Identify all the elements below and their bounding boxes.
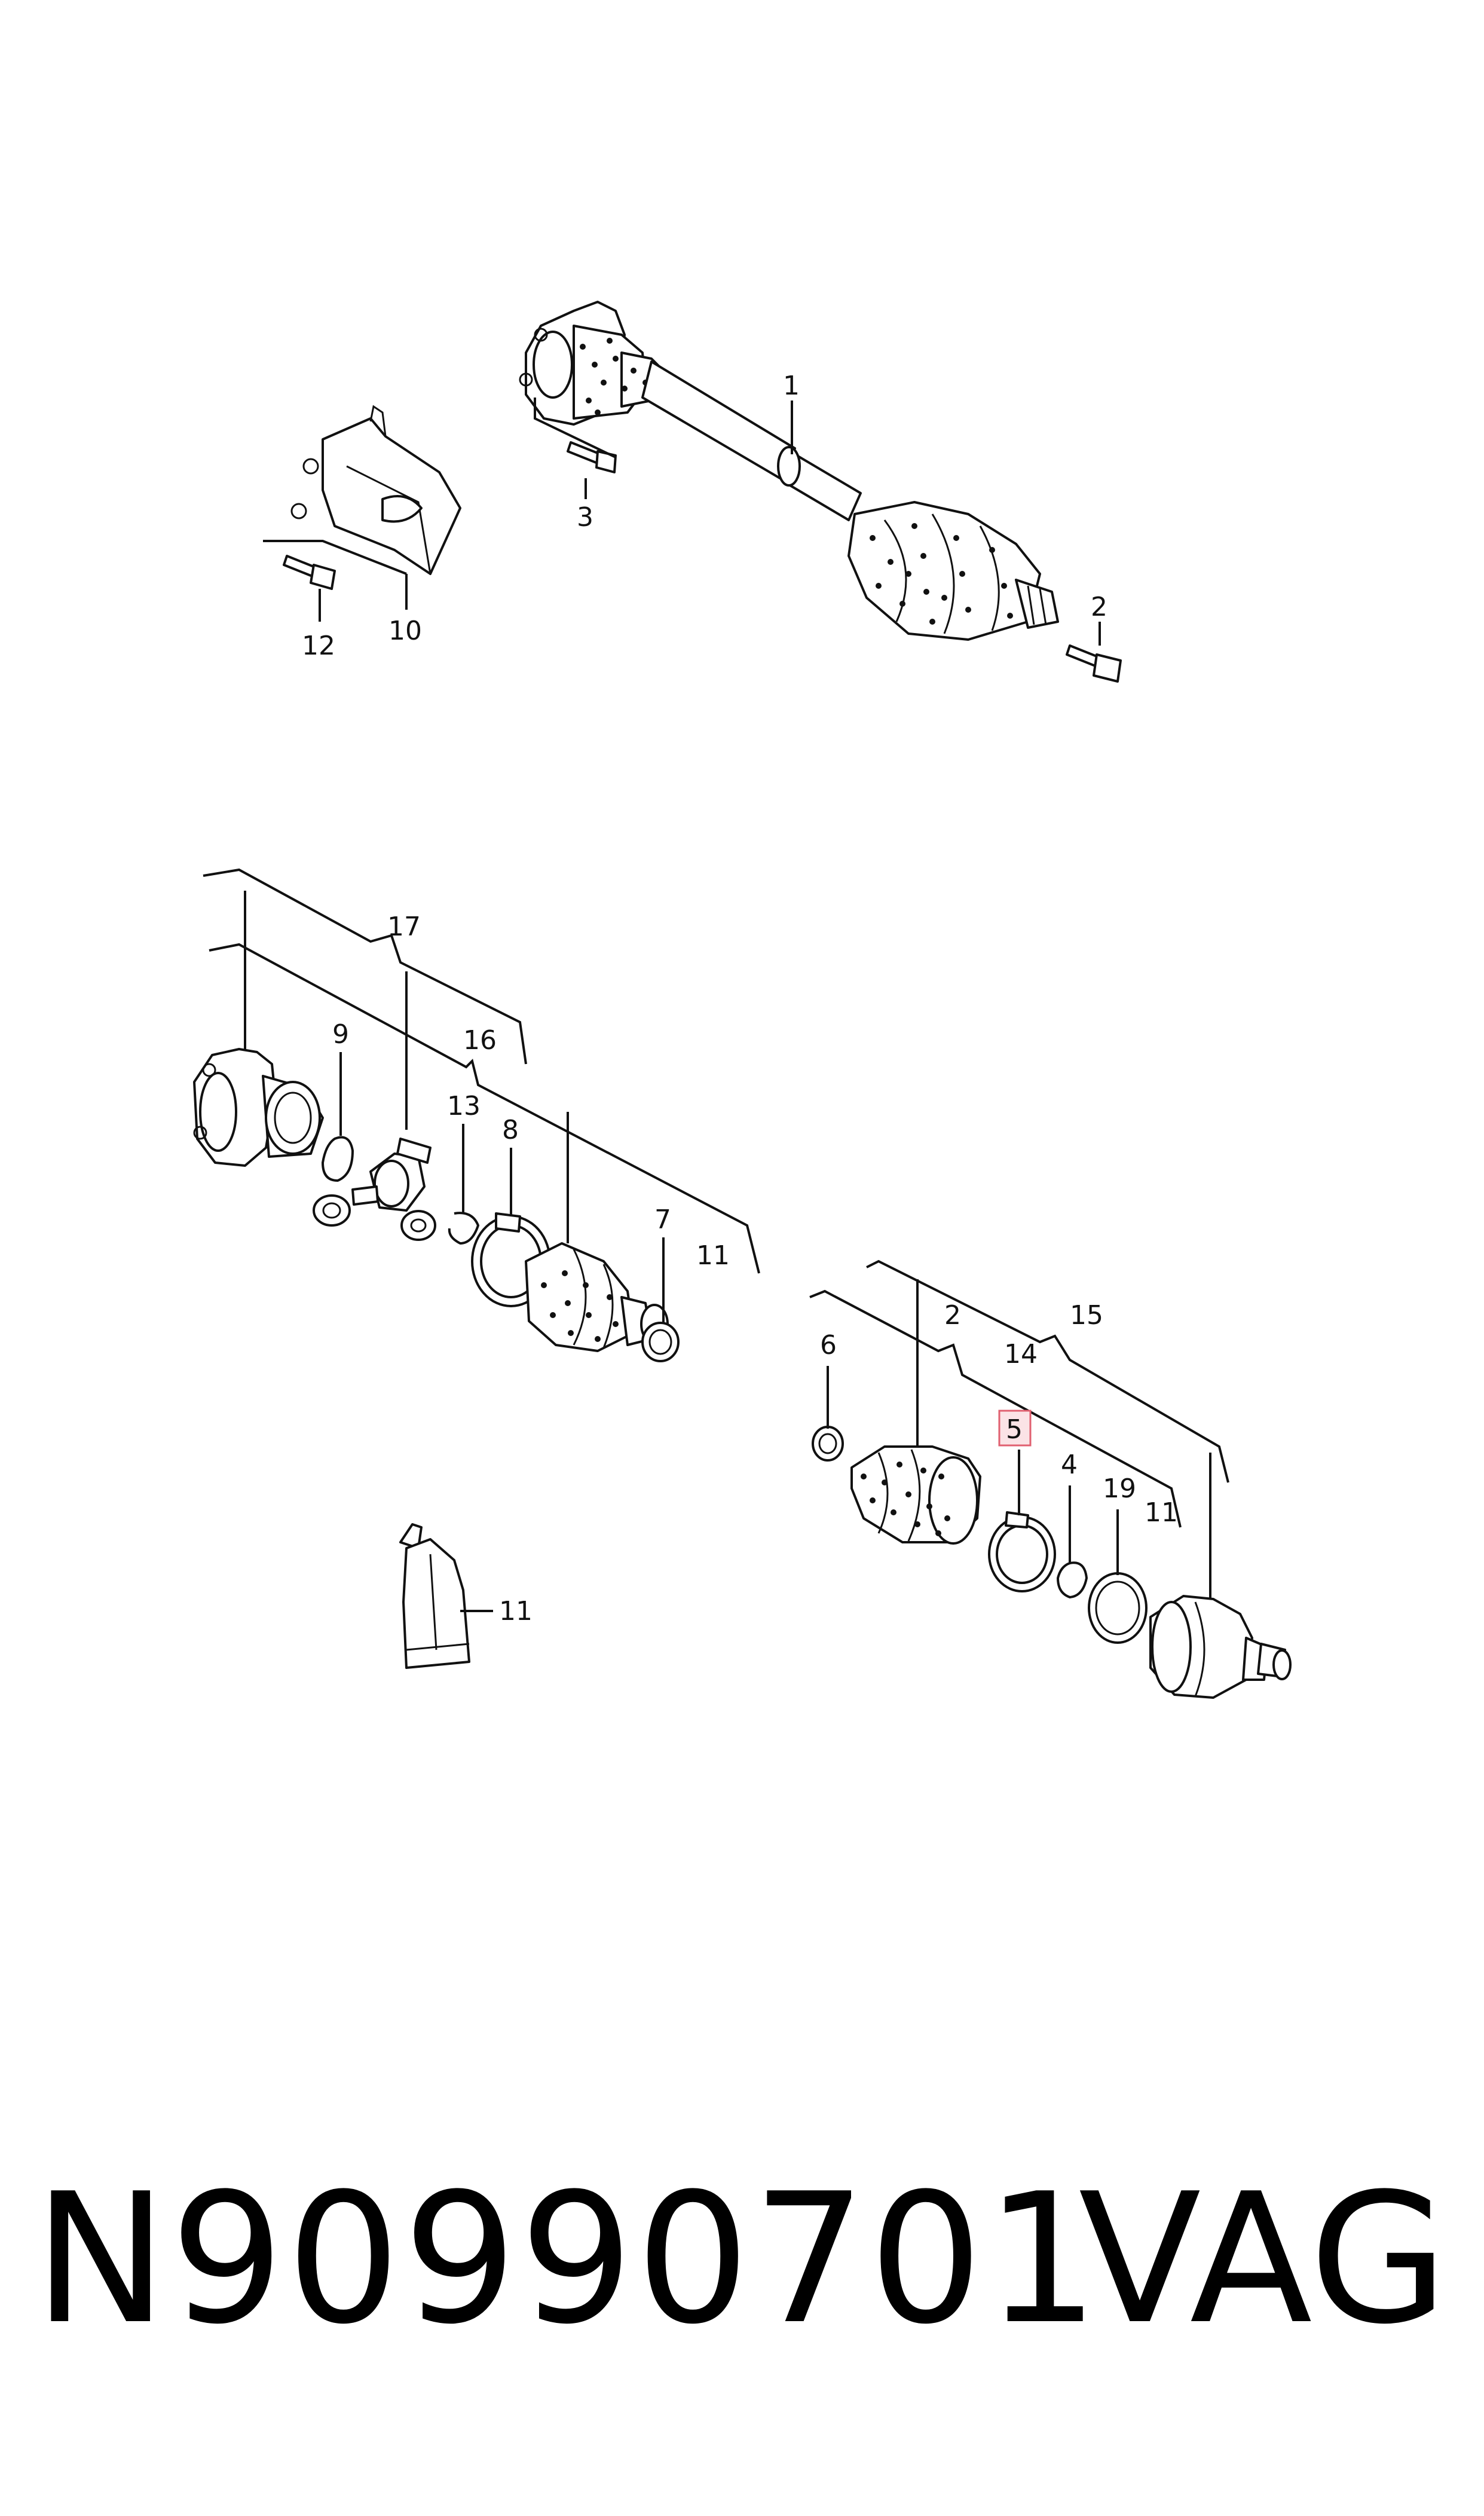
callout-11-b: 11 bbox=[1145, 1497, 1178, 1528]
callout-17: 17 bbox=[387, 912, 421, 942]
callout-3: 3 bbox=[577, 502, 593, 533]
clamp-7 bbox=[641, 1322, 680, 1362]
callout-19: 19 bbox=[1103, 1473, 1136, 1504]
inner-joint-bracket-lines bbox=[203, 868, 760, 1274]
callout-1: 1 bbox=[783, 371, 800, 401]
joint-housing bbox=[193, 1048, 324, 1167]
outer-joint-bracket-lines bbox=[809, 1259, 1229, 1614]
drive-shaft-assembly bbox=[519, 301, 1059, 641]
callout-7: 7 bbox=[654, 1204, 671, 1235]
top-leader-lines bbox=[263, 398, 1101, 646]
inner-boot-middle bbox=[525, 1242, 669, 1352]
circlip-4 bbox=[1057, 1561, 1088, 1598]
callout-6: 6 bbox=[820, 1330, 837, 1361]
brand-name: VAG bbox=[1078, 2155, 1448, 2364]
outer-boot-right bbox=[850, 1445, 981, 1545]
callout-16: 16 bbox=[463, 1025, 497, 1056]
inner-boot-dots bbox=[580, 338, 648, 415]
part-number: N90990701 bbox=[33, 2155, 1102, 2364]
callout-4: 4 bbox=[1061, 1450, 1078, 1480]
grease-tube-11 bbox=[399, 1523, 470, 1669]
callout-13: 13 bbox=[447, 1091, 481, 1121]
clamp-6 bbox=[812, 1426, 844, 1462]
circlip-13 bbox=[448, 1212, 479, 1245]
outer-boot-dots bbox=[870, 523, 1013, 625]
callout-15: 15 bbox=[1070, 1300, 1103, 1331]
callout-14: 14 bbox=[1004, 1339, 1038, 1369]
callout-11-c: 11 bbox=[499, 1596, 533, 1627]
tripod-spider bbox=[313, 1138, 436, 1241]
callout-12: 12 bbox=[302, 631, 335, 661]
bolt-3 bbox=[567, 441, 617, 473]
callout-2-b: 2 bbox=[944, 1300, 961, 1331]
callout-9: 9 bbox=[332, 1019, 349, 1050]
callout-8: 8 bbox=[502, 1115, 519, 1145]
mid-left-leader-lines bbox=[339, 1052, 665, 1324]
callout-2-top: 2 bbox=[1091, 592, 1107, 622]
callout-5-highlight bbox=[998, 1410, 1032, 1447]
callout-11-a: 11 bbox=[696, 1240, 730, 1271]
part-footer: N90990701 VAG bbox=[0, 2152, 1484, 2391]
exploded-parts-diagram: 1 2 3 10 12 bbox=[193, 301, 1292, 1699]
callout-5[interactable]: 5 bbox=[1006, 1414, 1023, 1445]
mid-right-leader-lines bbox=[827, 1366, 1119, 1575]
bolt-2 bbox=[1066, 644, 1122, 683]
circlip-9 bbox=[322, 1136, 354, 1182]
bolt-12 bbox=[283, 555, 336, 590]
ring-19 bbox=[1088, 1572, 1148, 1644]
outer-cv-joint bbox=[1149, 1595, 1292, 1699]
heat-shield-10 bbox=[290, 405, 461, 575]
callout-10: 10 bbox=[388, 616, 422, 646]
clamp-5 bbox=[988, 1511, 1056, 1592]
